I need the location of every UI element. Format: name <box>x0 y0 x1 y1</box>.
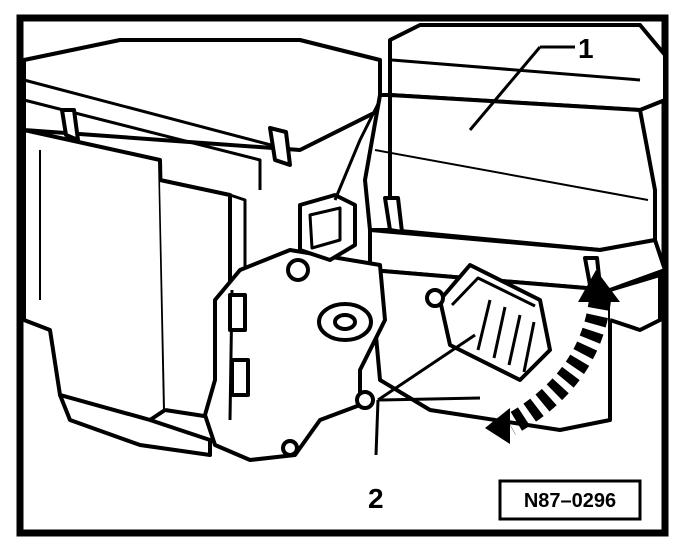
mounting-bracket <box>203 99 387 462</box>
leader-lines <box>374 45 575 456</box>
direction-arrow <box>485 270 620 444</box>
reference-code: N87–0296 <box>524 490 616 512</box>
reference-code-box: N87–0296 <box>498 479 642 521</box>
left-housing <box>22 38 382 457</box>
callout-1-label: 1 <box>578 33 594 64</box>
electrical-connector <box>425 263 552 382</box>
reservoir <box>363 23 667 432</box>
callout-2-label: 2 <box>368 483 384 514</box>
